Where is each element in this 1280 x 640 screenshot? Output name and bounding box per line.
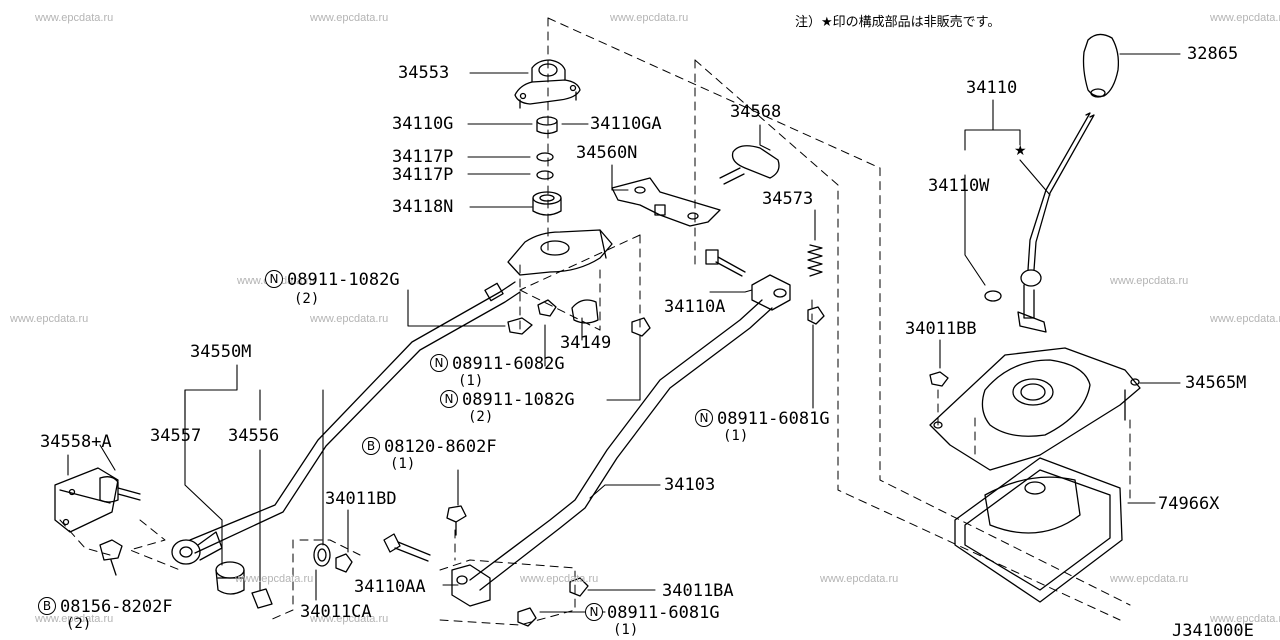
part-label-34557[interactable]: 34557 — [150, 426, 202, 446]
knob-32865 — [1082, 33, 1120, 98]
watermark: www.epcdata.ru — [1210, 313, 1280, 325]
shift-lever-34110 — [1017, 112, 1095, 333]
fastener-prefix-badge: N — [265, 270, 283, 288]
fastener-prefix-badge: B — [362, 437, 380, 455]
watermark: www.epcdata.ru — [1210, 12, 1280, 24]
lever-plate — [507, 229, 613, 276]
part-label-34565m[interactable]: 34565M — [1185, 373, 1247, 393]
watermark: www.epcdata.ru — [820, 573, 899, 585]
part-label-34573[interactable]: 34573 — [762, 189, 814, 209]
fastener-prefix-badge: N — [695, 409, 713, 427]
bolt-34568 — [719, 145, 780, 185]
fastener-code-08120-8602f[interactable]: 08120-8602F — [384, 437, 497, 457]
part-label-34011bd[interactable]: 34011BD — [325, 489, 397, 509]
rings-34117p — [536, 152, 554, 180]
fastener-qty: (1) — [613, 622, 639, 638]
not-for-sale-note: 注）★印の構成部品は非販売です。 — [795, 15, 1001, 30]
part-label-34110[interactable]: 34110 — [966, 78, 1018, 98]
pin-34556 — [251, 588, 273, 609]
bracket-34558a — [54, 467, 141, 533]
part-label-34103[interactable]: 34103 — [664, 475, 716, 495]
watermark: www.epcdata.ru — [235, 573, 314, 585]
fastener-code-08911-1082g[interactable]: 08911-1082G — [287, 270, 400, 290]
part-label-34011ba[interactable]: 34011BA — [662, 581, 734, 601]
fastener-prefix-badge: N — [430, 354, 448, 372]
bolt-08120 — [446, 505, 467, 536]
part-label-34110a[interactable]: 34110A — [664, 297, 726, 317]
part-label-34550m[interactable]: 34550M — [190, 342, 252, 362]
part-label-34117p[interactable]: 34117P — [392, 165, 454, 185]
fastener-qty: (1) — [723, 428, 749, 444]
yoke-34110a — [751, 274, 791, 311]
housing-34565m — [929, 347, 1141, 471]
fastener-code-08911-6081g[interactable]: 08911-6081G — [717, 409, 830, 429]
part-label-34149[interactable]: 34149 — [560, 333, 612, 353]
part-label-34011ca[interactable]: 34011CA — [300, 602, 372, 622]
leader-lines — [67, 53, 1181, 613]
watermark: www.epcdata.ru — [520, 573, 599, 585]
watermark: www.epcdata.ru — [310, 12, 389, 24]
fastener-qty: (1) — [458, 373, 484, 389]
part-label-74966x[interactable]: 74966X — [1158, 494, 1220, 514]
bushing-34556 — [215, 561, 245, 595]
part-label-34560n[interactable]: 34560N — [576, 143, 638, 163]
pad-34110w — [984, 290, 1002, 302]
bolt-34110a — [705, 249, 746, 277]
watermark: www.epcdata.ru — [310, 613, 389, 625]
plate-34560n — [611, 177, 721, 227]
spring-34573 — [807, 244, 823, 277]
part-label-34568[interactable]: 34568 — [730, 102, 782, 122]
part-label-34110ga[interactable]: 34110GA — [590, 114, 662, 134]
part-label-34110aa[interactable]: 34110AA — [354, 577, 426, 597]
washer-34011ca — [313, 543, 331, 567]
rod-34550m — [189, 281, 521, 554]
watermark: www.epcdata.ru — [1110, 573, 1189, 585]
cup-34557 — [171, 531, 223, 565]
watermark: www.epcdata.ru — [1210, 613, 1280, 625]
fastener-code-08911-6082g[interactable]: 08911-6082G — [452, 354, 565, 374]
fastener-qty: (2) — [294, 291, 320, 307]
part-label-34556[interactable]: 34556 — [228, 426, 280, 446]
boot-74966x — [954, 457, 1123, 603]
rod-34103 — [451, 299, 773, 607]
fastener-prefix-badge: N — [585, 603, 603, 621]
fastener-qty: (2) — [66, 616, 92, 632]
part-label-34118n[interactable]: 34118N — [392, 197, 454, 217]
part-label-34011bb[interactable]: 34011BB — [905, 319, 977, 339]
nuts — [335, 299, 949, 627]
fastener-code-08156-8202f[interactable]: 08156-8202F — [60, 597, 173, 617]
watermark: www.epcdata.ru — [35, 613, 114, 625]
fastener-prefix-badge: N — [440, 390, 458, 408]
watermark: www.epcdata.ru — [10, 313, 89, 325]
fastener-qty: (2) — [468, 409, 494, 425]
part-label-34110g[interactable]: 34110G — [392, 114, 454, 134]
part-label-34553[interactable]: 34553 — [398, 63, 450, 83]
fastener-code-08911-6081g[interactable]: 08911-6081G — [607, 603, 720, 623]
watermark: www.epcdata.ru — [310, 313, 389, 325]
watermark: www.epcdata.ru — [1110, 275, 1189, 287]
part-label-32865[interactable]: 32865 — [1187, 44, 1239, 64]
fastener-prefix-badge: B — [38, 597, 56, 615]
star-marker: ★ — [1014, 143, 1027, 159]
bushing-34110g — [536, 116, 558, 135]
bracket-34553 — [514, 59, 581, 109]
part-label-34558a[interactable]: 34558+A — [40, 432, 112, 452]
watermark: www.epcdata.ru — [610, 12, 689, 24]
diagram-code: J341000E — [1172, 621, 1254, 640]
fastener-code-08911-1082g[interactable]: 08911-1082G — [462, 390, 575, 410]
watermark: www.epcdata.ru — [35, 12, 114, 24]
bolt-08156 — [99, 539, 123, 576]
part-label-34110w[interactable]: 34110W — [928, 176, 990, 196]
bolt-34110aa — [383, 533, 431, 562]
fastener-qty: (1) — [390, 456, 416, 472]
part-label-34117p[interactable]: 34117P — [392, 147, 454, 167]
bushing-34118n — [532, 191, 562, 216]
